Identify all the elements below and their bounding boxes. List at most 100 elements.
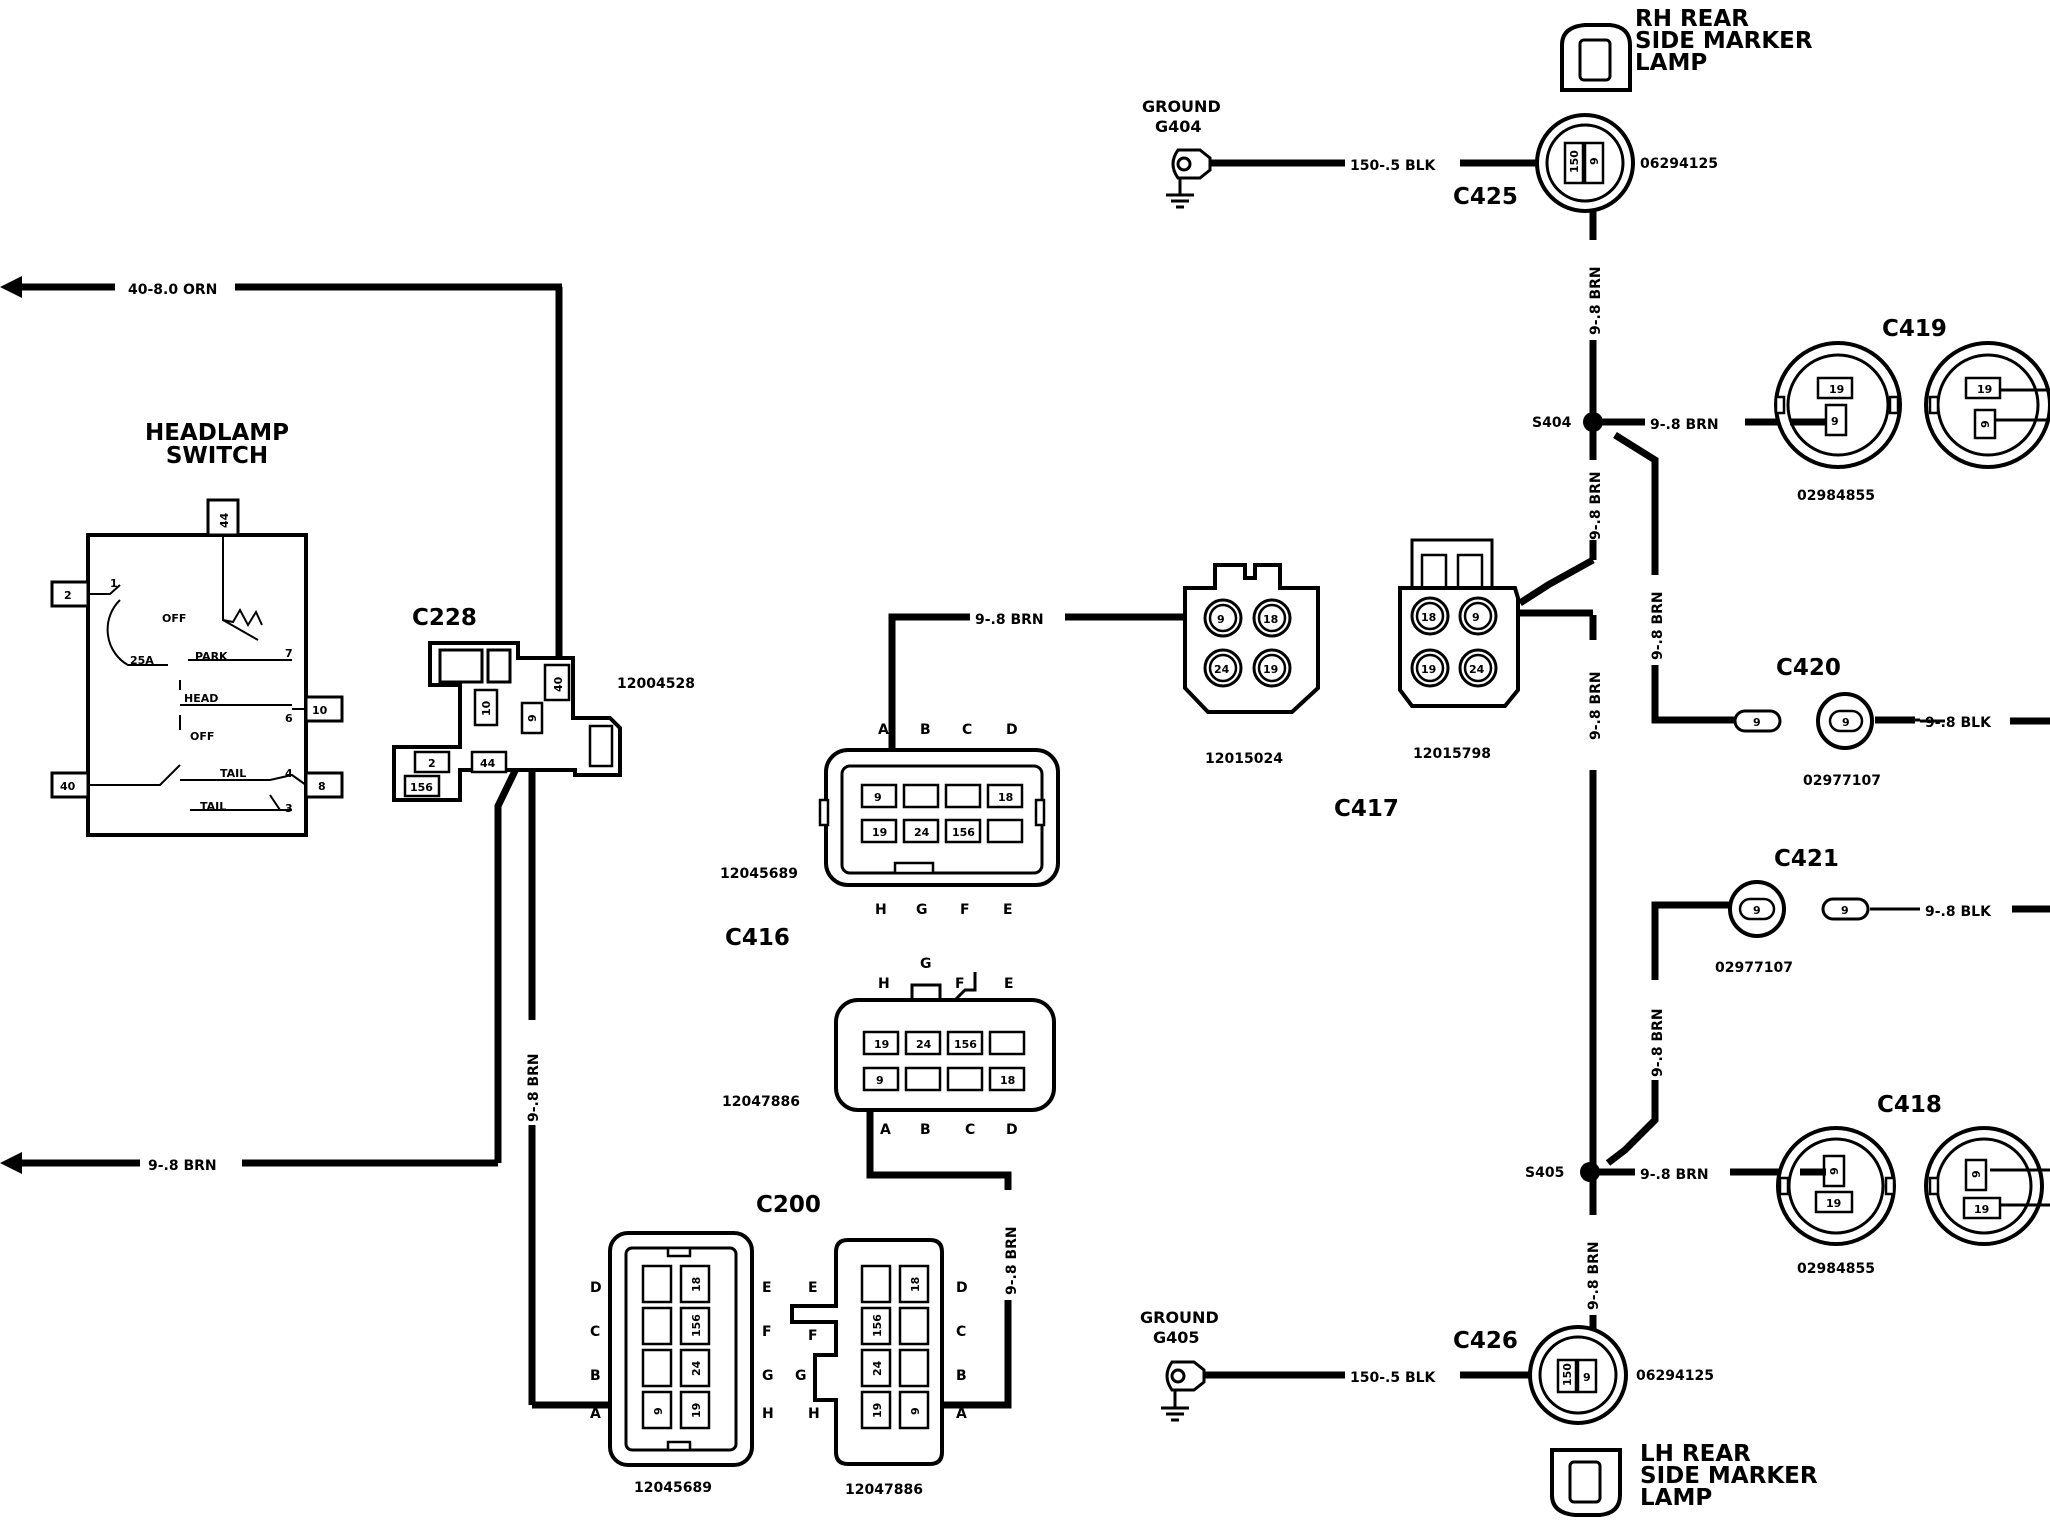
svg-text:19: 19	[1421, 663, 1436, 676]
wire-label-40-orn: 40-8.0 ORN	[128, 282, 217, 298]
wire-label-150-bot: 150-.5 BLK	[1350, 1370, 1437, 1386]
svg-text:18: 18	[690, 1277, 703, 1292]
svg-text:9: 9	[652, 1407, 665, 1415]
wire-label-150-top: 150-.5 BLK	[1350, 158, 1437, 174]
headlamp-switch: HEADLAMP SWITCH 44 2 10 8 40	[50, 420, 344, 837]
c421-part: 02977107	[1715, 960, 1793, 976]
ground-g405: GROUND G405	[1140, 1308, 1219, 1422]
svg-text:D: D	[590, 1280, 602, 1296]
svg-text:TAIL: TAIL	[220, 767, 246, 780]
wire-label-c421-blk: 9-.8 BLK	[1925, 904, 1992, 920]
svg-text:E: E	[1004, 976, 1014, 992]
svg-text:24: 24	[1214, 663, 1230, 676]
svg-text:TAIL: TAIL	[200, 800, 226, 813]
connector-c228: C228 40 10 9 2 44 156 12004528	[392, 605, 695, 802]
c417-label: C417	[1334, 796, 1399, 822]
svg-text:PARK: PARK	[195, 650, 228, 663]
c200-right-cell-19	[860, 1390, 892, 1430]
c200-left-cell-24	[679, 1348, 711, 1388]
svg-text:G405: G405	[1153, 1328, 1200, 1347]
c420-label: C420	[1776, 655, 1841, 681]
c200-right-cell-24	[860, 1348, 892, 1388]
wire-label-c228-c200: 9-.8 BRN	[526, 1053, 542, 1122]
c421-label: C421	[1774, 846, 1839, 872]
c200-label: C200	[756, 1192, 821, 1218]
svg-text:HEAD: HEAD	[184, 692, 218, 705]
c228-cell-9	[520, 701, 544, 735]
svg-text:F: F	[808, 1328, 818, 1344]
svg-text:19: 19	[1263, 663, 1278, 676]
svg-text:9: 9	[1472, 611, 1480, 624]
svg-text:RH REAR: RH REAR	[1635, 6, 1749, 32]
wire-40-orn	[0, 276, 563, 660]
svg-text:H: H	[878, 976, 890, 992]
c426-part: 06294125	[1636, 1368, 1714, 1384]
c200-left-cell-156	[679, 1306, 711, 1346]
wire-label-c416-c200: 9-.8 BRN	[1004, 1226, 1020, 1295]
svg-text:4: 4	[285, 767, 293, 780]
headlamp-title-2: SWITCH	[166, 443, 268, 469]
svg-text:19: 19	[690, 1403, 703, 1418]
svg-text:D: D	[1006, 1122, 1018, 1138]
svg-text:9: 9	[1753, 904, 1761, 917]
svg-text:19: 19	[1829, 383, 1844, 396]
wire-label-c421: 9-.8 BRN	[1650, 1008, 1666, 1077]
c200-left-cell-9	[641, 1390, 673, 1430]
svg-text:9: 9	[1583, 1371, 1591, 1384]
svg-text:40: 40	[552, 676, 565, 692]
c200-right-cell-18	[898, 1264, 930, 1304]
svg-text:18: 18	[1421, 611, 1436, 624]
svg-text:19: 19	[1826, 1197, 1841, 1210]
ground-g404: GROUND G404	[1142, 97, 1221, 209]
svg-text:150: 150	[1568, 150, 1581, 173]
svg-text:SIDE MARKER: SIDE MARKER	[1635, 28, 1813, 54]
c418-label: C418	[1877, 1092, 1942, 1118]
c416-top-cell-9	[860, 783, 898, 809]
c416-top-cell-18	[986, 783, 1024, 809]
wire-label-trunk-1: 9-.8 BRN	[1588, 266, 1604, 335]
svg-text:9: 9	[874, 791, 882, 804]
c200-left-part: 12045689	[634, 1480, 712, 1496]
svg-text:6: 6	[285, 712, 293, 725]
svg-text:A: A	[956, 1406, 967, 1422]
svg-text:A: A	[878, 722, 889, 738]
svg-text:9: 9	[1588, 157, 1601, 165]
svg-text:24: 24	[871, 1360, 884, 1376]
svg-text:18: 18	[909, 1277, 922, 1292]
svg-text:9: 9	[1970, 1170, 1983, 1178]
svg-text:H: H	[875, 902, 887, 918]
svg-text:44: 44	[218, 512, 231, 528]
svg-text:D: D	[956, 1280, 968, 1296]
svg-text:2: 2	[64, 589, 72, 602]
c228-cell-10	[473, 688, 499, 727]
svg-text:7: 7	[285, 647, 293, 660]
svg-text:9: 9	[1828, 1167, 1841, 1175]
svg-text:OFF: OFF	[162, 612, 186, 625]
connector-c418: C418 9 19 02984855 9 19	[1776, 1092, 2050, 1277]
c228-cell-2	[413, 750, 451, 774]
svg-text:156: 156	[952, 826, 975, 839]
svg-text:44: 44	[480, 757, 496, 770]
c416-bot-cell-19	[862, 1030, 900, 1056]
svg-text:150: 150	[1561, 1363, 1574, 1386]
c200-right-part: 12047886	[845, 1482, 923, 1498]
c416-top-cell-156	[944, 818, 982, 844]
connector-c417: 9 18 24 19 12015024 18 9 19 24 12015798 …	[1183, 538, 1520, 822]
svg-text:A: A	[880, 1122, 891, 1138]
headlamp-pin-44	[206, 498, 240, 537]
svg-text:18: 18	[998, 791, 1013, 804]
c416-label: C416	[725, 925, 790, 951]
svg-text:B: B	[920, 1122, 931, 1138]
svg-text:LH REAR: LH REAR	[1640, 1441, 1751, 1467]
c200-left-cell-18	[679, 1264, 711, 1304]
svg-text:25A: 25A	[130, 654, 154, 667]
c416-top-cell-24	[902, 818, 940, 844]
wire-label-c420: 9-.8 BRN	[1650, 591, 1666, 660]
svg-text:C: C	[965, 1122, 975, 1138]
svg-text:156: 156	[410, 781, 433, 794]
svg-text:G: G	[920, 956, 932, 972]
svg-text:C: C	[590, 1324, 600, 1340]
svg-text:9: 9	[909, 1407, 922, 1415]
connector-c416-bottom: H G F E 19 24 156 9 18 A B C D 12047886	[722, 956, 1056, 1138]
